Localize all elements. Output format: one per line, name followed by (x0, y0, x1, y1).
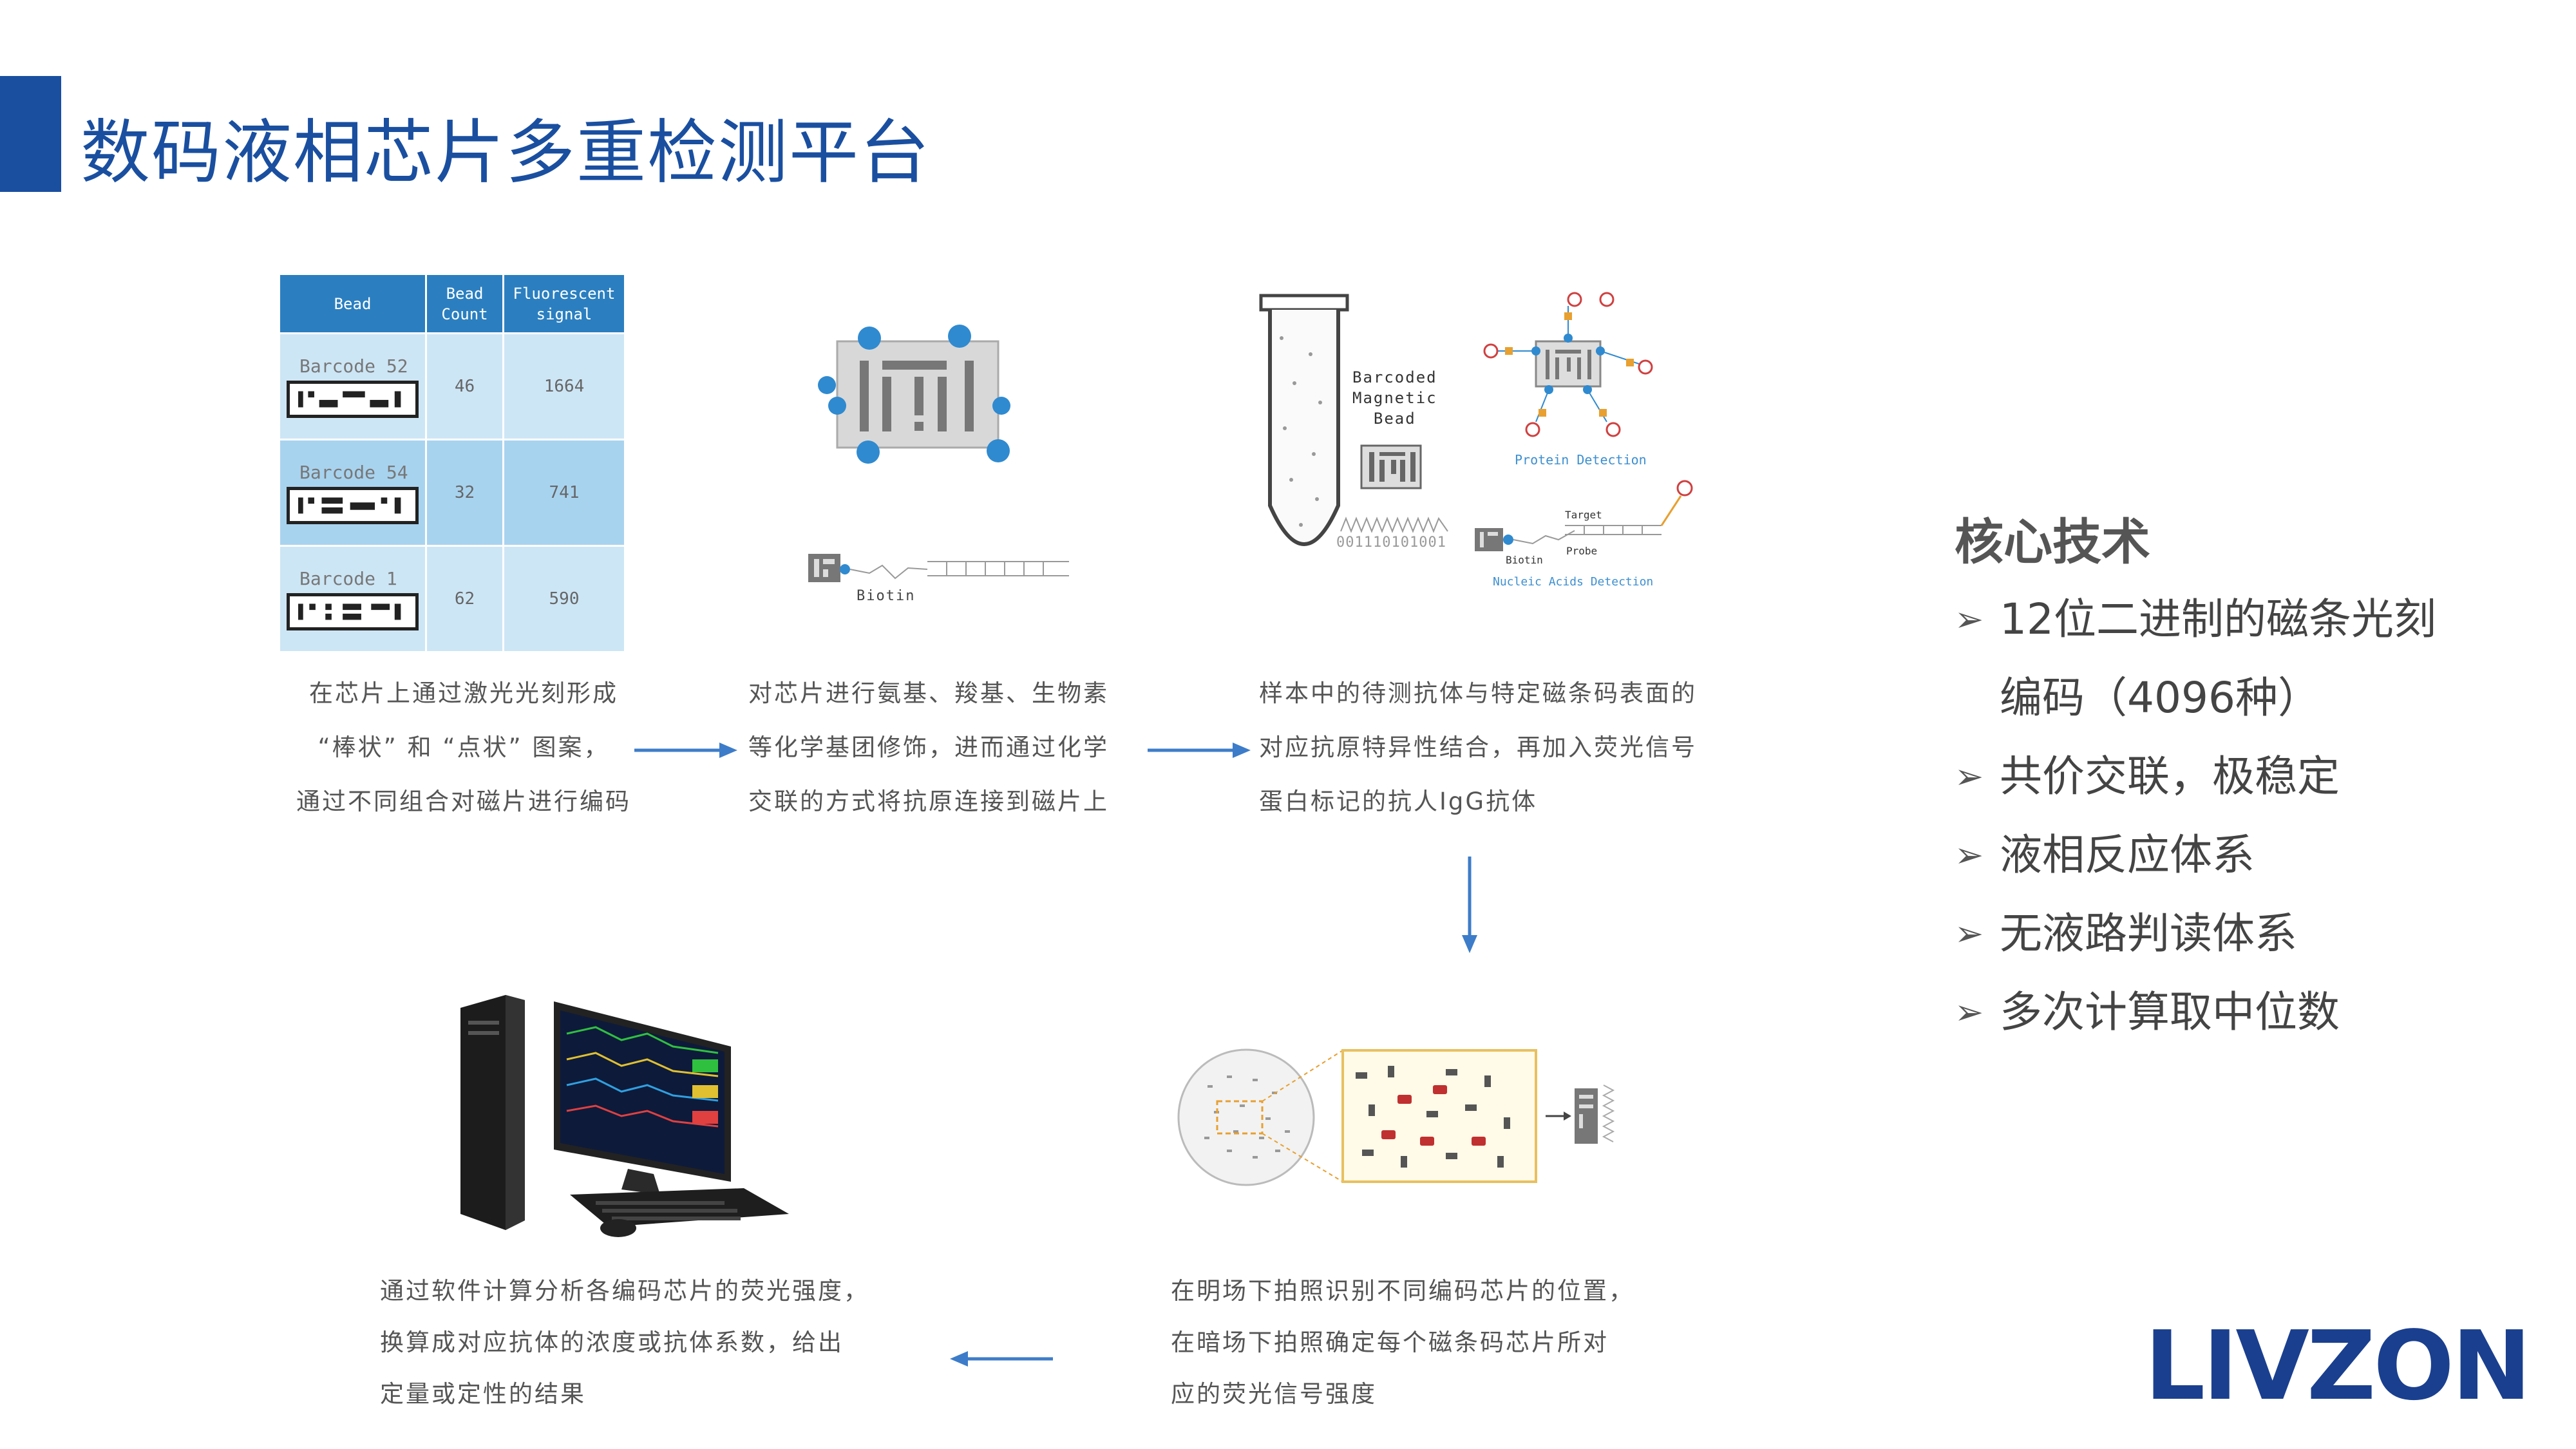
fluorescent-signal: 741 (502, 439, 626, 547)
arrow-down-icon (1462, 857, 1477, 953)
protein-detection-icon (1483, 292, 1653, 437)
step4-description: 在明场下拍照识别不同编码芯片的位置， 在暗场下拍照确定每个磁条码芯片所对 应的荧… (1171, 1277, 1634, 1408)
list-item: ➢多次计算取中位数 (1955, 980, 2436, 1059)
computer-icon (460, 995, 789, 1237)
fluorescent-signal: 590 (502, 545, 626, 653)
barcode-label: Barcode 1 (299, 567, 397, 589)
core-tech-title: 核心技术 (1955, 513, 2150, 571)
list-item: ➢无液路判读体系 (1955, 902, 2436, 980)
bead-count: 32 (425, 439, 504, 547)
list-item-continuation: 编码（4096种） (2000, 673, 2320, 723)
arrow-right-icon (1148, 743, 1251, 758)
arrow-bullet-icon: ➢ (1955, 992, 1984, 1032)
step5-description: 通过软件计算分析各编码芯片的荧光强度， 换算成对应抗体的浓度或抗体系数，给出 定… (380, 1277, 869, 1408)
probe-label: Probe (1566, 545, 1598, 557)
biotin-linker-icon (808, 554, 1069, 582)
arrow-bullet-icon: ➢ (1955, 756, 1984, 797)
core-tech-list: ➢12位二进制的磁条光刻 编码（4096种） ➢共价交联，极稳定 ➢液相反应体系… (1955, 587, 2436, 1059)
nucleic-acid-detection-icon (1475, 480, 1693, 551)
bead-count: 46 (425, 332, 504, 440)
protein-detection-label: Protein Detection (1515, 452, 1647, 468)
title-accent-bar (0, 76, 61, 192)
list-item: ➢12位二进制的磁条光刻 (1955, 587, 2436, 666)
table-row: Barcode 52 46 1664 (278, 332, 626, 440)
sample-tube-icon (1259, 294, 1349, 546)
list-item: ➢液相反应体系 (1955, 823, 2436, 902)
binary-code-label: 001110101001 (1336, 535, 1446, 551)
barcode-icon (287, 380, 419, 418)
step3-description: 样本中的待测抗体与特定磁条码表面的 对应抗原特异性结合，再加入荧光信号 蛋白标记… (1259, 679, 1697, 815)
nucleic-acids-detection-label: Nucleic Acids Detection (1493, 575, 1654, 589)
fluorescent-signal: 1664 (502, 332, 626, 440)
arrow-right-icon (634, 743, 737, 758)
arrow-bullet-icon: ➢ (1955, 599, 1984, 639)
list-item: ➢共价交联，极稳定 (1955, 744, 2436, 823)
barcode-icon (287, 486, 419, 524)
table-row: Barcode 1 62 590 (278, 545, 626, 653)
step2-description: 对芯片进行氨基、羧基、生物素 等化学基团修饰，进而通过化学 交联的方式将抗原连接… (748, 679, 1109, 815)
col-header-bead: Bead (278, 273, 427, 334)
imaging-icon (1177, 1048, 1615, 1186)
magnetic-bead-icon (1360, 444, 1422, 489)
table-row: Barcode 54 32 741 (278, 439, 626, 547)
step1-description: 在芯片上通过激光光刻形成 “棒状” 和 “点状” 图案， 通过不同组合对磁片进行… (296, 679, 631, 815)
bead-code-wave-icon (1340, 516, 1448, 533)
barcode-label: Barcode 52 (299, 355, 408, 377)
barcoded-magnetic-bead-label: Barcoded Magnetic Bead (1352, 368, 1437, 428)
livzon-logo: LIVZON (2145, 1311, 2532, 1421)
bead-count: 62 (425, 545, 504, 653)
biotin-small-label: Biotin (1506, 554, 1543, 566)
page-title: 数码液相芯片多重检测平台 (80, 113, 931, 193)
antigen-chip-icon (818, 325, 1010, 464)
arrow-bullet-icon: ➢ (1955, 835, 1984, 875)
barcode-label: Barcode 54 (299, 461, 408, 483)
barcode-icon (287, 592, 419, 630)
arrow-left-icon (950, 1351, 1053, 1367)
target-label: Target (1565, 509, 1602, 521)
arrow-bullet-icon: ➢ (1955, 913, 1984, 954)
biotin-label: Biotin (857, 588, 916, 604)
